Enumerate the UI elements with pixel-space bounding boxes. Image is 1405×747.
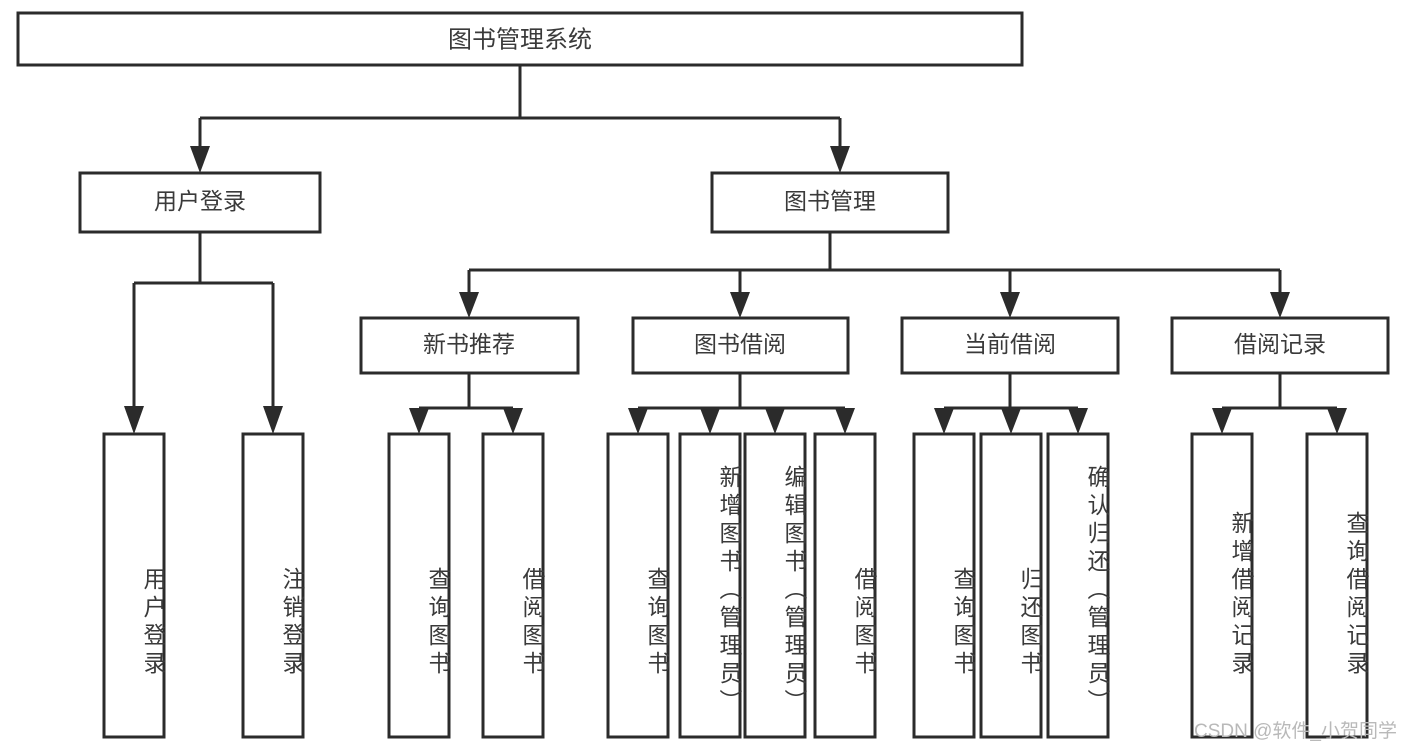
arrow-head-book-manage xyxy=(830,146,850,173)
leaf-box-add-book[interactable] xyxy=(678,432,742,739)
leaf-box-query-record[interactable] xyxy=(1305,432,1369,739)
arrow-head-return-book xyxy=(1001,408,1021,434)
arrow-head-query-book-3 xyxy=(934,408,954,434)
arrow-head-edit-book xyxy=(765,408,785,434)
arrow-head-new-book xyxy=(459,292,479,318)
connector-group-book-borrow xyxy=(628,373,855,434)
node-book-manage-label: 图书管理 xyxy=(784,188,876,214)
watermark-text: CSDN @软件_小贺同学 xyxy=(1194,721,1397,742)
node-borrow-record[interactable]: 借阅记录 xyxy=(1170,316,1390,375)
node-current-borrow-box[interactable] xyxy=(900,316,1120,375)
arrow-head-add-record xyxy=(1212,408,1232,434)
arrow-head-borrow-record xyxy=(1270,292,1290,318)
arrow-head-leaf-user-login xyxy=(124,406,144,434)
leaf-box-borrow-book-1[interactable] xyxy=(481,432,545,739)
node-book-manage[interactable]: 图书管理 xyxy=(710,171,950,234)
arrow-head-current-borrow xyxy=(1000,292,1020,318)
leaf-box-query-book-1[interactable] xyxy=(387,432,451,739)
node-book-borrow[interactable]: 图书借阅 xyxy=(631,316,850,375)
node-book-borrow-label: 图书借阅 xyxy=(694,331,786,357)
connector-group-book-manage xyxy=(459,232,1290,318)
leaf-box-query-book-2[interactable] xyxy=(606,432,670,739)
leaf-box-confirm-return[interactable] xyxy=(1046,432,1110,739)
node-user-login-box[interactable] xyxy=(78,171,322,234)
arrow-head-borrow-book-2 xyxy=(835,408,855,434)
arrow-head-query-book-1 xyxy=(409,408,429,434)
node-root-label: 图书管理系统 xyxy=(448,26,592,53)
arrow-head-query-record xyxy=(1327,408,1347,434)
leaf-box-borrow-book-2[interactable] xyxy=(813,432,877,739)
leaf-boxes xyxy=(102,432,1369,739)
node-current-borrow-label: 当前借阅 xyxy=(964,331,1056,357)
node-new-book-recommend-label: 新书推荐 xyxy=(423,331,515,357)
arrow-head-query-book-2 xyxy=(628,408,648,434)
node-user-login[interactable]: 用户登录 xyxy=(78,171,322,234)
node-borrow-record-box[interactable] xyxy=(1170,316,1390,375)
arrow-head-add-book xyxy=(700,408,720,434)
arrow-head-book-borrow xyxy=(730,292,750,318)
connector-group-user-login xyxy=(124,232,283,434)
arrow-head-confirm-return xyxy=(1068,408,1088,434)
node-user-login-label: 用户登录 xyxy=(154,188,246,214)
arrow-head-user-login xyxy=(190,146,210,173)
connector-group-borrow-record xyxy=(1212,373,1347,434)
node-current-borrow[interactable]: 当前借阅 xyxy=(900,316,1120,375)
leaf-box-user-login[interactable] xyxy=(102,432,166,739)
node-borrow-record-label: 借阅记录 xyxy=(1234,331,1326,357)
leaf-box-logout[interactable] xyxy=(241,432,305,739)
arrow-head-borrow-book-1 xyxy=(503,408,523,434)
node-new-book-recommend-box[interactable] xyxy=(359,316,580,375)
arrow-head-leaf-logout xyxy=(263,406,283,434)
node-root[interactable]: 图书管理系统 xyxy=(16,11,1024,67)
node-book-manage-box[interactable] xyxy=(710,171,950,234)
node-new-book-recommend[interactable]: 新书推荐 xyxy=(359,316,580,375)
leaf-box-add-record[interactable] xyxy=(1190,432,1254,739)
leaf-box-query-book-3[interactable] xyxy=(912,432,976,739)
connector-group-current-borrow xyxy=(934,373,1088,434)
connector-group-root xyxy=(190,65,850,173)
leaf-box-return-book[interactable] xyxy=(979,432,1043,739)
leaf-box-edit-book[interactable] xyxy=(743,432,807,739)
node-book-borrow-box[interactable] xyxy=(631,316,850,375)
connector-group-new-book xyxy=(409,373,523,434)
node-root-box[interactable] xyxy=(16,11,1024,67)
